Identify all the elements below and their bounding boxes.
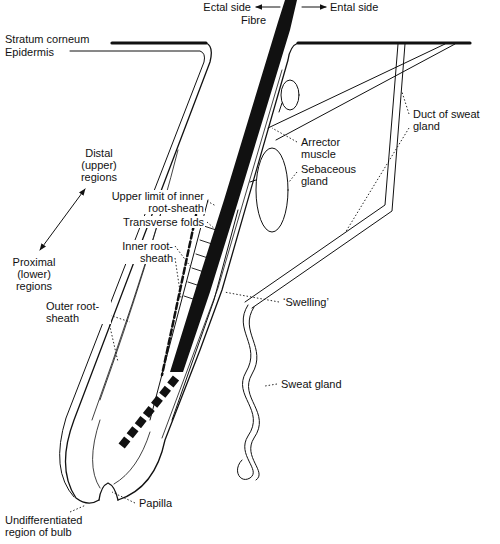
part-label: Stratum corneum (4, 33, 90, 45)
leader-line (272, 128, 297, 142)
part-label: Duct of sweat gland (412, 108, 484, 132)
bulb-line (93, 420, 101, 488)
gland-neck (250, 103, 282, 182)
sebaceous-lobe (281, 80, 299, 110)
part-label: Outer root-sheath (45, 300, 111, 324)
hair-fibre (170, 0, 297, 372)
sweat-gland-coil (249, 307, 260, 480)
leader-line (224, 292, 279, 302)
leader-line (289, 172, 297, 182)
sweat-duct (252, 44, 405, 308)
part-label: Distal (upper) regions (70, 147, 128, 183)
part-label: Epidermis (4, 46, 55, 58)
epidermis-line (60, 51, 205, 497)
direction-arrow (302, 7, 326, 8)
part-label: Ental side (329, 1, 379, 13)
leader-line (402, 92, 409, 114)
leader-line (70, 505, 86, 512)
part-label: Proximal (lower) regions (4, 256, 64, 292)
leader-line (207, 201, 216, 206)
part-label: Fibre (240, 14, 267, 26)
leader-line (175, 246, 190, 266)
stratum-corneum-line (112, 41, 206, 44)
part-label: Sebaceous gland (300, 163, 364, 187)
part-label: Sweat gland (280, 378, 343, 390)
outer-root-sheath-line (100, 150, 178, 400)
part-label: Undifferentiated region of bulb (4, 514, 102, 538)
sweat-duct (245, 44, 398, 302)
fibre-cuticle (162, 215, 196, 375)
bulb-line (114, 432, 150, 484)
part-label: Papilla (138, 497, 173, 509)
part-label: Arrector muscle (300, 136, 362, 160)
inner-root-sheath-line (172, 210, 238, 420)
double-arrow (40, 189, 85, 250)
leader-line (175, 258, 181, 298)
direction-arrow (256, 7, 280, 8)
part-label: Inner root-sheath (108, 240, 174, 264)
leader-line (112, 492, 135, 503)
leader-line (108, 318, 118, 362)
fibre-root (120, 378, 176, 448)
leader-line (207, 222, 216, 230)
leader-line (265, 384, 277, 386)
papilla-outline (99, 483, 118, 500)
part-label: ‘Swelling’ (282, 296, 330, 308)
part-label: Ectal side (202, 1, 252, 13)
sebaceous-gland (256, 148, 288, 232)
part-label: Upper limit of inner root-sheath (105, 190, 205, 214)
outer-root-sheath-line (162, 70, 282, 438)
part-label: Transverse folds (122, 216, 205, 228)
follicle-wall (65, 43, 211, 503)
